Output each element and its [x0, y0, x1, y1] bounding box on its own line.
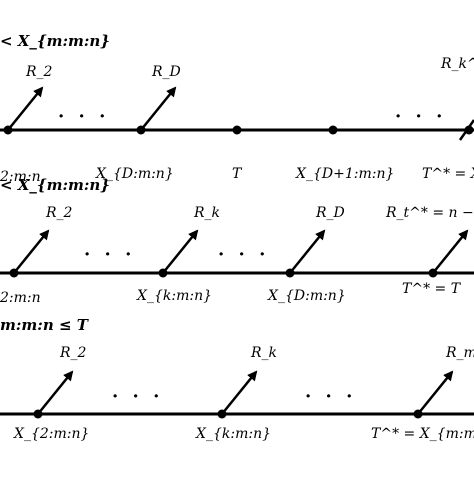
panel-1-arrow-1-label: R_2 — [25, 64, 53, 80]
panel-3-arrow-3 — [417, 370, 454, 415]
panel-1-heading: < X_{m:m:n} — [0, 32, 110, 50]
panel-1-arrow-2 — [140, 86, 177, 131]
panel-3-point-1-label: X_{2:m:n} — [13, 426, 89, 442]
panel-1-ellipsis-1: · · · — [58, 106, 109, 127]
panel-3-arrow-1 — [37, 370, 74, 415]
panel-2-arrow-1 — [13, 229, 50, 274]
panel-3-point-2-label: X_{k:m:n} — [195, 426, 271, 442]
panel-1-point-2-label: X_{D:m:n} — [95, 166, 174, 182]
panel-2-arrow-1-label: R_2 — [45, 205, 73, 221]
panel-1-arrow-2-label: R_D — [151, 64, 181, 80]
panel-2-heading: < X_{m:m:n} — [0, 176, 110, 194]
panel-2-arrow-2-label: R_k — [193, 205, 220, 221]
panel-1-point-4-label: X_{D+1:m:n} — [295, 166, 394, 182]
panel-2-point-1-label: 2:m:n — [0, 290, 41, 306]
panel-1-point-5-label: T^* = X — [422, 166, 474, 182]
panel-2-ellipsis-1: · · · — [84, 244, 135, 265]
panel-1-arrow-5-label: R_k^* = — [440, 56, 474, 72]
panel-2-point-2-label: X_{k:m:n} — [136, 288, 212, 304]
panel-2-arrow-4-label: R_t^* = n − D — [385, 205, 474, 221]
panel-3-heading: m:m:n ≤ T — [0, 316, 90, 334]
panel-2-arrow-3 — [289, 229, 326, 274]
panel-3-arrow-3-label: R_m — [445, 345, 474, 361]
panel-1-point-3 — [232, 125, 242, 135]
panel-1-point-1-label: 2:m:n — [0, 169, 41, 185]
panel-2-arrow-2 — [162, 229, 199, 274]
panel-3-point-3-label: T^* = X_{m:m:n} — [371, 426, 474, 442]
panel-1-point-3-label: T — [232, 166, 243, 182]
panel-3: m:m:n ≤ T R_2 X_{2:m:n} · · · R_k X_{k:m… — [0, 316, 474, 442]
panel-3-ellipsis-2: · · · — [305, 386, 356, 407]
panel-2-arrow-4 — [432, 229, 469, 274]
panel-3-arrow-2 — [221, 370, 258, 415]
panel-2-ellipsis-2: · · · — [218, 244, 269, 265]
panel-1-point-4 — [328, 125, 338, 135]
panel-3-ellipsis-1: · · · — [112, 386, 163, 407]
panel-2-point-3-label: X_{D:m:n} — [267, 288, 346, 304]
panel-1: < X_{m:m:n} R_2 2:m:n · · · R_D X_{D:m:n… — [0, 32, 474, 185]
panel-3-arrow-1-label: R_2 — [59, 345, 87, 361]
panel-2: < X_{m:m:n} R_2 2:m:n · · · R_k X_{k:m:n… — [0, 176, 474, 306]
panel-1-ellipsis-2: · · · — [395, 106, 446, 127]
panel-2-arrow-3-label: R_D — [315, 205, 345, 221]
panel-2-point-4-label: T^* = T — [402, 281, 462, 297]
panel-1-arrow-1 — [7, 86, 44, 131]
panel-1-arrow-5 — [458, 119, 474, 141]
panel-3-arrow-2-label: R_k — [250, 345, 277, 361]
